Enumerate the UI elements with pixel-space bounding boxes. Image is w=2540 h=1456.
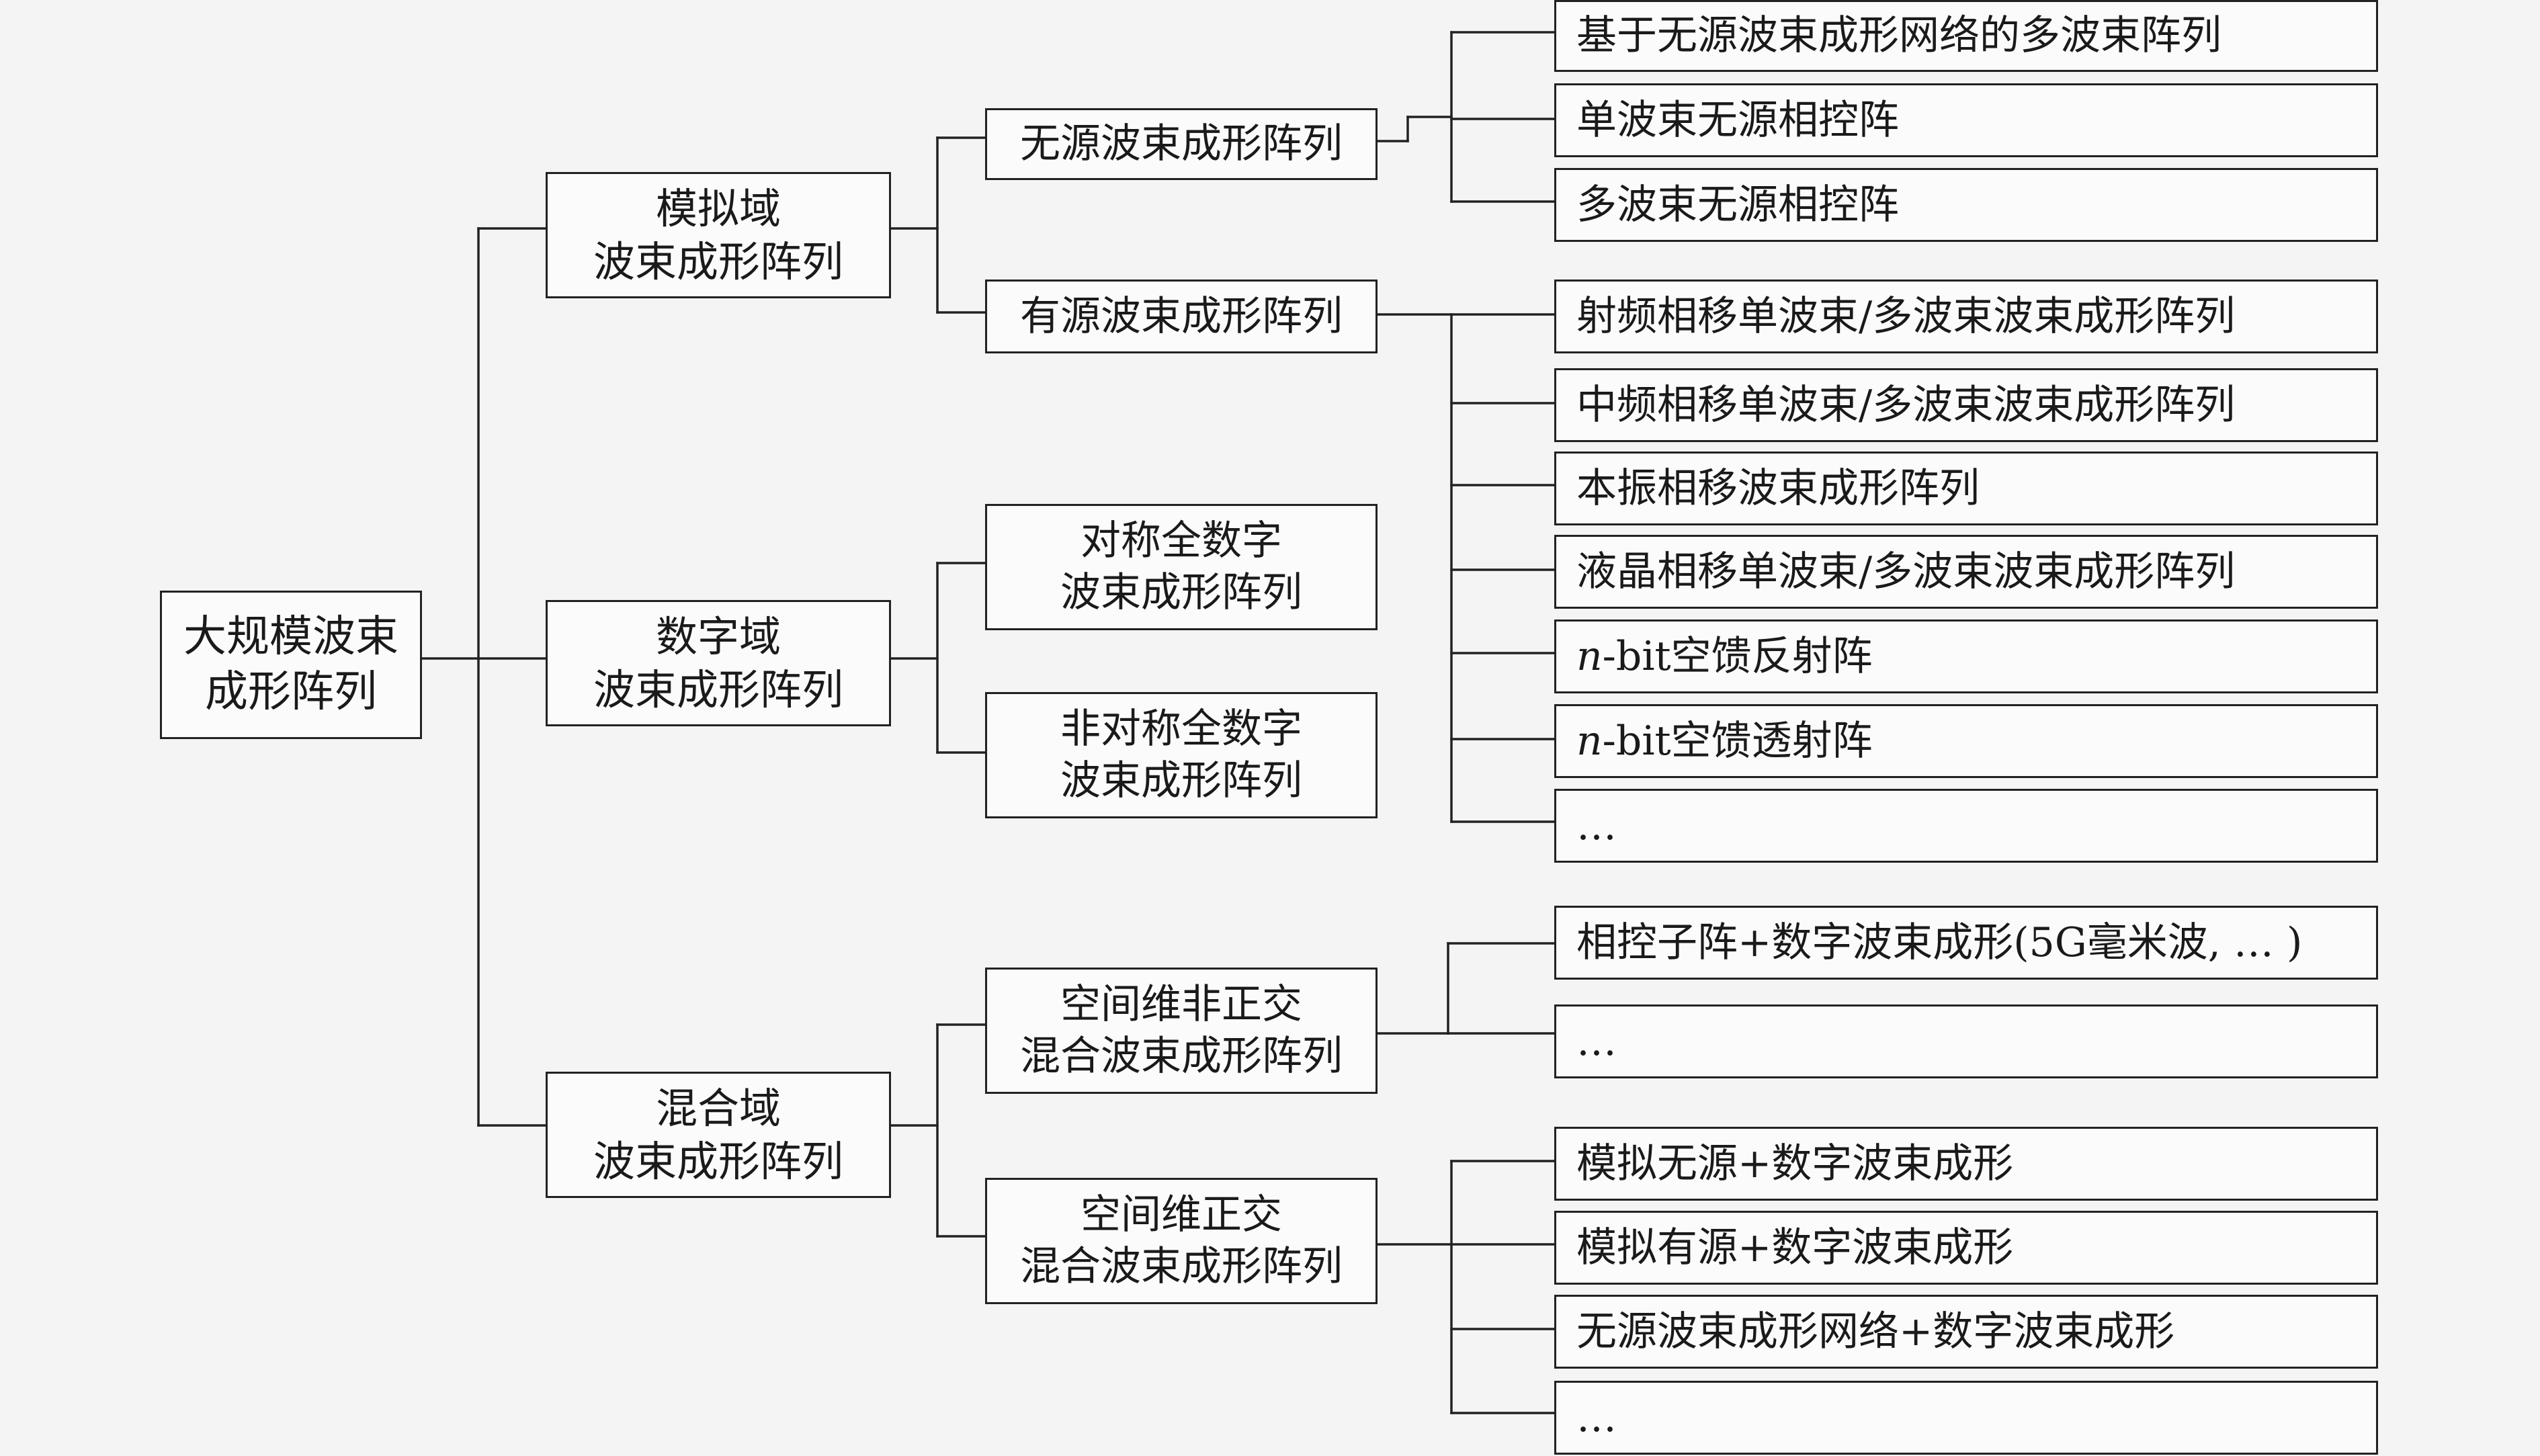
leaf-node: 相控子阵+数字波束成形(5G毫米波, … ) [1554, 906, 2378, 980]
leaf-label: 相控子阵+数字波束成形(5G毫米波, … ) [1576, 918, 2303, 966]
leaf-node: 射频相移单波束/多波束波束成形阵列 [1554, 280, 2378, 353]
leaf-label: 射频相移单波束/多波束波束成形阵列 [1576, 292, 2236, 340]
subtype-asym-line-1: 非对称全数字 [1060, 705, 1302, 753]
leaf-node: 单波束无源相控阵 [1554, 83, 2378, 157]
domain-analog-line-1: 模拟域 [655, 183, 781, 233]
leaf-label: 中频相移单波束/多波束波束成形阵列 [1576, 381, 2236, 429]
leaf-label: n-bit空馈反射阵 [1576, 631, 1873, 683]
leaf-label: 本振相移波束成形阵列 [1576, 464, 1980, 512]
subtype-orth-line-1: 空间维正交 [1081, 1191, 1282, 1239]
leaf-label: … [1576, 802, 1617, 849]
subtype-sym-line-1: 对称全数字 [1081, 517, 1282, 565]
leaf-label: 液晶相移单波束/多波束波束成形阵列 [1576, 548, 2236, 595]
leaf-label: 单波束无源相控阵 [1576, 96, 1899, 144]
leaf-label-rest: -bit空馈反射阵 [1602, 632, 1873, 680]
leaf-node: … [1554, 1004, 2378, 1078]
subtype-sym-line-2: 波束成形阵列 [1060, 569, 1302, 616]
italic-n: n [1576, 632, 1603, 680]
domain-hybrid-line-1: 混合域 [655, 1083, 781, 1133]
subtype-asym-line-2: 波束成形阵列 [1060, 757, 1302, 804]
leaf-node: n-bit空馈反射阵 [1554, 619, 2378, 693]
domain-digital-line-1: 数字域 [655, 611, 781, 661]
domain-node-analog: 模拟域 波束成形阵列 [546, 172, 891, 298]
leaf-node: 多波束无源相控阵 [1554, 168, 2378, 242]
leaf-node: 无源波束成形网络+数字波束成形 [1554, 1295, 2378, 1369]
leaf-node: 模拟无源+数字波束成形 [1554, 1127, 2378, 1201]
leaf-label-rest: -bit空馈透射阵 [1602, 717, 1873, 765]
leaf-node: … [1554, 789, 2378, 863]
subtype-nonorth-line-1: 空间维非正交 [1060, 981, 1302, 1029]
leaf-label: 无源波束成形网络+数字波束成形 [1576, 1308, 2175, 1355]
leaf-node: 中频相移单波束/多波束波束成形阵列 [1554, 368, 2378, 442]
subtype-node-orthogonal-hybrid: 空间维正交 混合波束成形阵列 [985, 1178, 1378, 1304]
leaf-node: 模拟有源+数字波束成形 [1554, 1211, 2378, 1285]
subtype-nonorth-line-2: 混合波束成形阵列 [1020, 1033, 1343, 1080]
domain-node-hybrid: 混合域 波束成形阵列 [546, 1072, 891, 1198]
domain-hybrid-line-2: 波束成形阵列 [593, 1137, 843, 1186]
leaf-label: n-bit空馈透射阵 [1576, 716, 1873, 767]
subtype-node-active: 有源波束成形阵列 [985, 280, 1378, 353]
leaf-label: 模拟有源+数字波束成形 [1576, 1224, 2014, 1271]
leaf-node: 基于无源波束成形网络的多波束阵列 [1554, 0, 2378, 72]
subtype-passive-line-1: 无源波束成形阵列 [1020, 120, 1343, 168]
subtype-node-nonorthogonal-hybrid: 空间维非正交 混合波束成形阵列 [985, 968, 1378, 1094]
root-line-2: 成形阵列 [205, 667, 377, 717]
leaf-label: 多波束无源相控阵 [1576, 181, 1899, 228]
domain-analog-line-2: 波束成形阵列 [593, 237, 843, 286]
subtype-active-line-1: 有源波束成形阵列 [1020, 292, 1343, 340]
leaf-node: 液晶相移单波束/多波束波束成形阵列 [1554, 535, 2378, 609]
root-node: 大规模波束 成形阵列 [160, 591, 422, 739]
leaf-label: … [1576, 1394, 1617, 1441]
leaf-label: 模拟无源+数字波束成形 [1576, 1140, 2014, 1187]
root-line-1: 大规模波束 [183, 611, 398, 662]
subtype-node-passive: 无源波束成形阵列 [985, 108, 1378, 180]
subtype-node-symmetric-digital: 对称全数字 波束成形阵列 [985, 504, 1378, 630]
leaf-label: … [1576, 1017, 1617, 1065]
italic-n: n [1576, 717, 1603, 765]
leaf-node: … [1554, 1381, 2378, 1455]
leaf-label: 基于无源波束成形网络的多波束阵列 [1576, 12, 2221, 60]
subtype-node-asymmetric-digital: 非对称全数字 波束成形阵列 [985, 692, 1378, 818]
domain-digital-line-2: 波束成形阵列 [593, 665, 843, 714]
leaf-node: n-bit空馈透射阵 [1554, 704, 2378, 778]
subtype-orth-line-2: 混合波束成形阵列 [1020, 1243, 1343, 1290]
domain-node-digital: 数字域 波束成形阵列 [546, 600, 891, 726]
leaf-node: 本振相移波束成形阵列 [1554, 452, 2378, 525]
